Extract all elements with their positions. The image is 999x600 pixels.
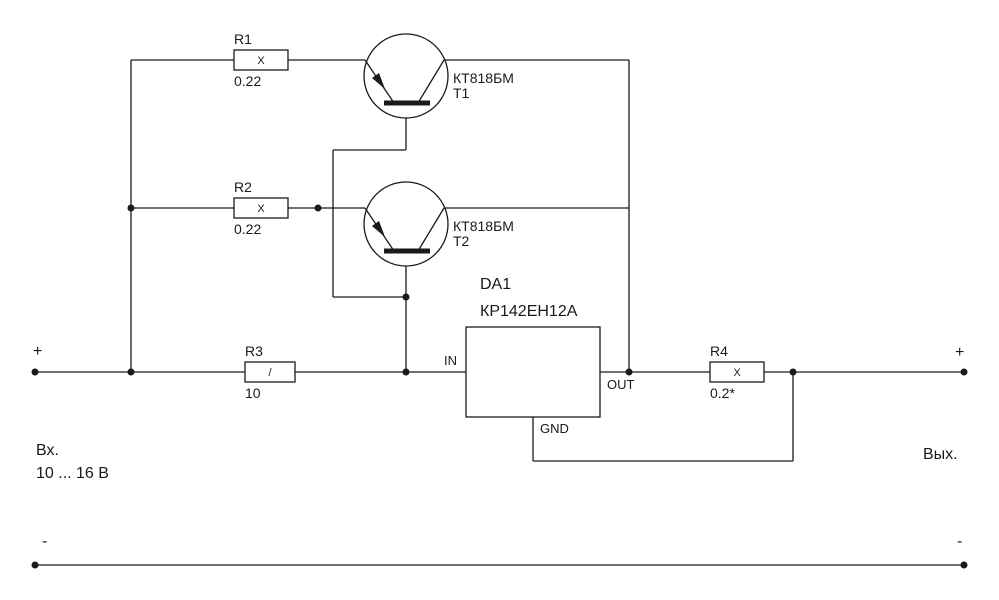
terminal-dot	[31, 368, 39, 376]
transistor-collector-lead	[417, 207, 445, 252]
resistor-r1: X R1 0.22	[233, 31, 289, 89]
resistor-value: 0.22	[234, 221, 261, 237]
regulator-ref: DA1	[480, 276, 511, 293]
terminal-dot	[31, 561, 39, 569]
resistor-mark: X	[257, 203, 265, 215]
junction-dot	[314, 204, 322, 212]
junction-dot	[127, 368, 135, 376]
junction-dot	[789, 368, 797, 376]
resistor-mark: /	[268, 367, 272, 379]
output-plus-label: +	[955, 344, 964, 361]
junction-dot	[402, 293, 410, 301]
resistor-ref: R3	[245, 343, 263, 359]
wires	[35, 59, 964, 566]
transistor-body	[363, 33, 449, 119]
transistor-body	[363, 181, 449, 267]
emitter-arrow-icon	[372, 73, 385, 89]
terminal-dot	[960, 368, 968, 376]
resistor-ref: R4	[710, 343, 728, 359]
input-voltage-range: 10 ... 16 В	[36, 465, 109, 482]
transistor-part: КТ818БМ	[453, 70, 514, 86]
input-label: Вх.	[36, 442, 59, 459]
output-label: Вых.	[923, 446, 958, 463]
resistor-ref: R1	[234, 31, 252, 47]
transistor-ref: T1	[453, 85, 470, 101]
regulator-part: КР142ЕН12А	[480, 303, 578, 320]
resistor-value: 10	[245, 385, 261, 401]
resistor-body	[233, 197, 289, 219]
resistor-r2: X R2 0.22	[233, 179, 289, 237]
emitter-arrow-icon	[372, 221, 385, 237]
resistor-body	[233, 49, 289, 71]
output-terminals: + - Вых.	[923, 344, 964, 550]
terminal-dot	[960, 561, 968, 569]
resistor-value: 0.2*	[710, 385, 735, 401]
input-plus-label: +	[33, 343, 42, 360]
pin-out-label: OUT	[607, 377, 635, 392]
regulator-da1: DA1 КР142ЕН12А IN OUT GND	[444, 276, 635, 436]
input-terminals: + - Вх. 10 ... 16 В	[33, 343, 109, 550]
pin-in-label: IN	[444, 353, 457, 368]
transistor-t1: КТ818БМ T1	[363, 33, 514, 119]
junctions	[31, 204, 968, 569]
resistor-r4: X R4 0.2*	[709, 343, 765, 401]
junction-dot	[625, 368, 633, 376]
resistor-value: 0.22	[234, 73, 261, 89]
regulator-body	[465, 326, 601, 418]
output-minus-label: -	[957, 533, 962, 550]
resistor-mark: X	[257, 55, 265, 67]
input-minus-label: -	[42, 533, 47, 550]
resistor-ref: R2	[234, 179, 252, 195]
junction-dot	[402, 368, 410, 376]
junction-dot	[127, 204, 135, 212]
pin-gnd-label: GND	[540, 421, 569, 436]
resistor-body	[709, 361, 765, 383]
resistor-body	[244, 361, 296, 383]
resistor-r3: / R3 10	[244, 343, 296, 401]
resistor-mark: X	[733, 367, 741, 379]
transistor-collector-lead	[417, 59, 445, 104]
transistor-t2: КТ818БМ T2	[363, 181, 514, 267]
transistor-part: КТ818БМ	[453, 218, 514, 234]
transistor-ref: T2	[453, 233, 470, 249]
